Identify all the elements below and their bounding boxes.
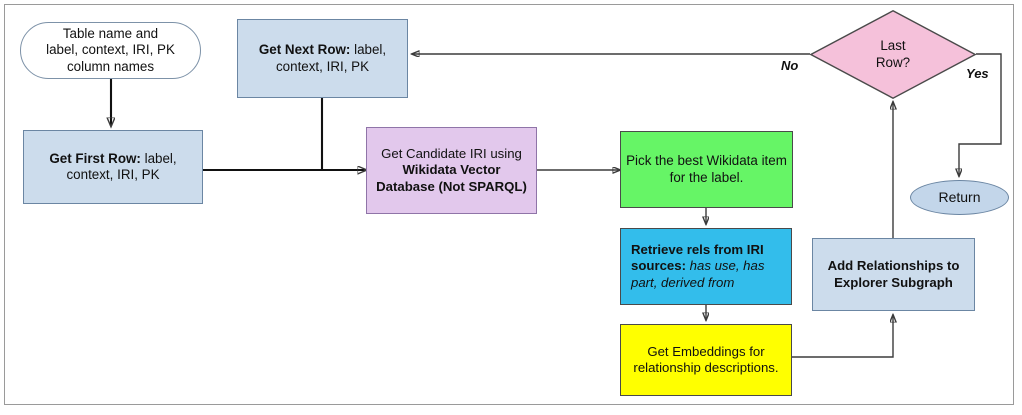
edge-label-no: No: [781, 58, 799, 73]
node-last-row-line2: Row?: [875, 54, 911, 70]
node-retrieve-rels-italic: has use, has part, derived from: [631, 258, 765, 290]
node-return[interactable]: Return: [910, 180, 1009, 215]
node-get-next-row-text: Get Next Row: label, context, IRI, PK: [238, 42, 407, 75]
node-retrieve-rels[interactable]: Retrieve rels from IRI sources: has use,…: [620, 228, 792, 305]
node-get-embeddings[interactable]: Get Embeddings for relationship descript…: [620, 324, 792, 396]
node-get-first-row-bold: Get First Row:: [49, 150, 141, 166]
node-add-relationships-line2: Explorer Subgraph: [834, 274, 953, 290]
node-start-line1: Table name and: [62, 25, 159, 41]
node-get-first-row-rest: label, context, IRI, PK: [66, 150, 177, 182]
node-start-text: Table name and label, context, IRI, PK c…: [21, 26, 200, 75]
node-add-relationships-text: Add Relationships to Explorer Subgraph: [813, 258, 974, 290]
node-get-next-row[interactable]: Get Next Row: label, context, IRI, PK: [237, 19, 408, 98]
node-get-next-row-rest: label, context, IRI, PK: [275, 42, 387, 74]
node-start[interactable]: Table name and label, context, IRI, PK c…: [20, 22, 201, 79]
diagram-border: [4, 4, 1014, 405]
node-start-line2: label, context, IRI, PK: [46, 42, 175, 58]
node-get-candidate-iri-text: Get Candidate IRI using Wikidata Vector …: [367, 146, 536, 194]
node-get-embeddings-text: Get Embeddings for relationship descript…: [633, 343, 779, 375]
node-add-relationships[interactable]: Add Relationships to Explorer Subgraph: [812, 238, 975, 311]
node-get-first-row[interactable]: Get First Row: label, context, IRI, PK: [23, 130, 203, 204]
node-last-row-line1: Last: [880, 38, 906, 54]
edge-label-yes: Yes: [966, 66, 989, 81]
node-get-candidate-iri[interactable]: Get Candidate IRI using Wikidata Vector …: [366, 127, 537, 214]
node-add-relationships-line1: Add Relationships to: [827, 258, 960, 274]
diamond-shape-icon: [810, 10, 976, 99]
node-get-candidate-iri-bold: Wikidata Vector Database (Not SPARQL): [376, 162, 527, 194]
node-return-text: Return: [938, 188, 981, 205]
node-get-next-row-bold: Get Next Row:: [258, 42, 351, 58]
node-pick-best-item[interactable]: Pick the best Wikidata item for the labe…: [620, 131, 793, 208]
node-start-line3: column names: [66, 58, 155, 74]
node-retrieve-rels-bold: Retrieve rels from IRI sources:: [631, 242, 764, 274]
node-pick-best-item-text: Pick the best Wikidata item for the labe…: [626, 153, 787, 185]
node-last-row-decision[interactable]: Last Row?: [810, 10, 976, 99]
node-retrieve-rels-text: Retrieve rels from IRI sources: has use,…: [621, 242, 791, 290]
node-last-row-decision-text: Last Row?: [810, 10, 976, 99]
node-get-first-row-text: Get First Row: label, context, IRI, PK: [24, 151, 202, 184]
node-get-candidate-iri-part1: Get Candidate IRI using: [381, 146, 522, 162]
